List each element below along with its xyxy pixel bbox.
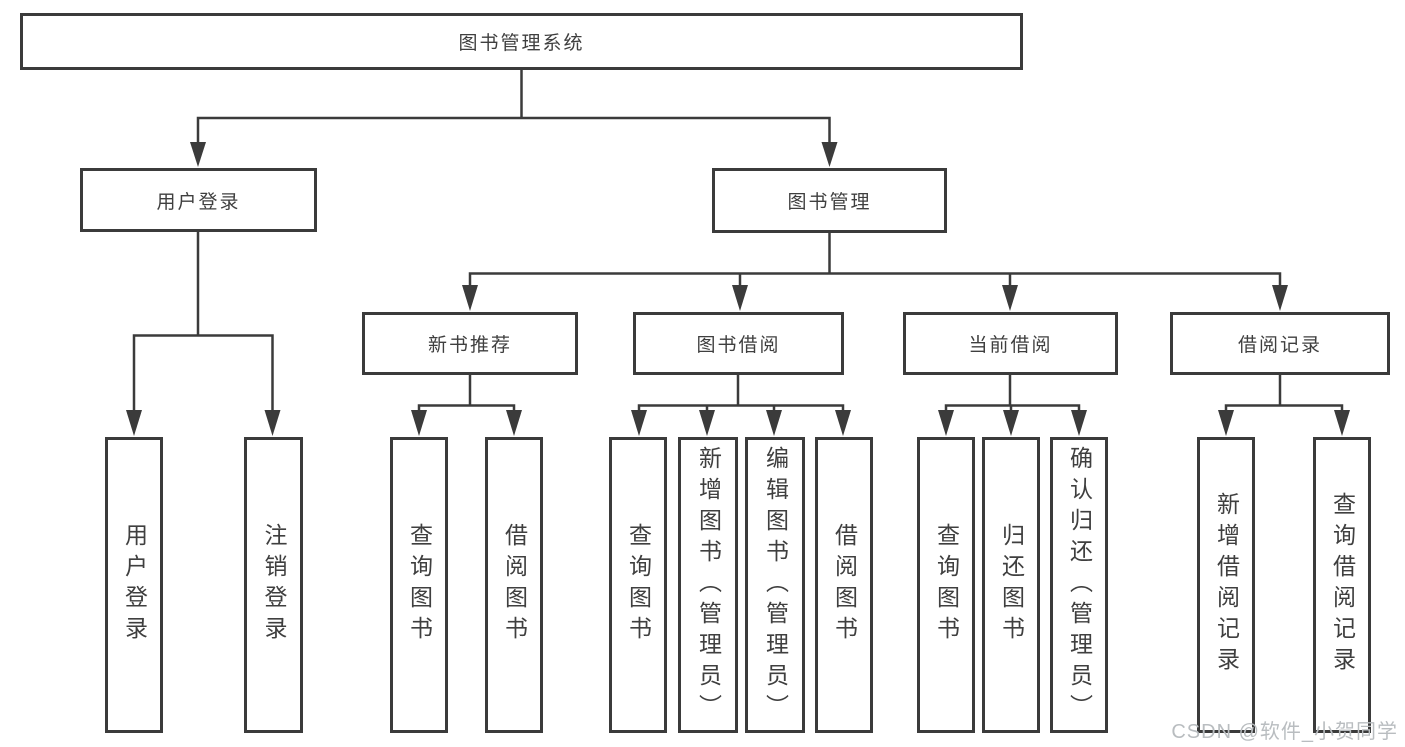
arrowhead-g3-query-books	[938, 410, 954, 436]
arrowhead-borrow-records	[1272, 285, 1288, 311]
leaf-cb-confirm-return-admin-label: 确认归还（管理员）	[1066, 445, 1093, 725]
leaf-bb-edit-books-admin-label: 编辑图书（管理员）	[762, 445, 789, 725]
arrowhead-g2-borrow-books	[835, 410, 851, 436]
leaf-nb-borrow-books: 借阅图书	[485, 437, 543, 733]
leaf-bb-edit-books-admin: 编辑图书（管理员）	[745, 437, 805, 733]
leaf-bb-add-books-admin-label: 新增图书（管理员）	[695, 445, 722, 725]
node-root-label: 图书管理系统	[458, 33, 585, 54]
arrowhead-g3-confirm-return	[1071, 410, 1087, 436]
leaf-br-query-record: 查询借阅记录	[1313, 437, 1371, 733]
arrowhead-g4-query-record	[1334, 410, 1350, 436]
arrowhead-current-borrow	[1002, 285, 1018, 311]
node-borrow-records: 借阅记录	[1170, 312, 1390, 375]
leaf-nb-query-books: 查询图书	[390, 437, 448, 733]
leaf-bb-borrow-books-label: 借阅图书	[831, 523, 858, 647]
connector-group3-rail	[944, 404, 1081, 410]
node-book-management: 图书管理	[712, 168, 947, 233]
leaf-cb-query-books: 查询图书	[917, 437, 975, 733]
arrowhead-book-management	[821, 142, 838, 167]
leaf-bb-query-books-label: 查询图书	[625, 523, 652, 647]
leaf-br-query-record-label: 查询借阅记录	[1329, 492, 1356, 678]
leaf-br-add-record: 新增借阅记录	[1197, 437, 1255, 733]
leaf-logout-label: 注销登录	[261, 523, 287, 647]
arrowhead-g3-return-books	[1003, 410, 1019, 436]
leaf-cb-query-books-label: 查询图书	[933, 523, 960, 647]
node-user-login-label: 用户登录	[156, 191, 241, 213]
leaf-bb-query-books: 查询图书	[609, 437, 667, 733]
node-new-book-recommend-label: 新书推荐	[427, 335, 512, 356]
leaf-bb-borrow-books: 借阅图书	[815, 437, 873, 733]
connector-group2-rail	[637, 404, 845, 410]
arrowhead-new-book-recommend	[462, 285, 478, 311]
leaf-nb-query-books-label: 查询图书	[406, 523, 433, 647]
arrowhead-leaf-logout	[264, 410, 281, 436]
leaf-br-add-record-label: 新增借阅记录	[1213, 492, 1240, 678]
connector-group4-rail	[1224, 404, 1344, 410]
node-root: 图书管理系统	[20, 13, 1023, 70]
arrowhead-g2-edit-books	[766, 410, 782, 436]
arrowhead-g1-borrow-books	[506, 410, 522, 436]
node-user-login: 用户登录	[80, 168, 317, 232]
connector-user-login-rail	[132, 334, 274, 410]
node-current-borrow: 当前借阅	[903, 312, 1118, 375]
node-new-book-recommend: 新书推荐	[362, 312, 578, 375]
watermark-text: CSDN @软件_小贺同学	[1171, 721, 1398, 743]
leaf-logout: 注销登录	[244, 437, 303, 733]
arrowhead-g4-add-record	[1218, 410, 1234, 436]
arrowhead-book-borrow	[732, 285, 748, 311]
node-book-borrow-label: 图书借阅	[696, 335, 781, 356]
connector-group1-rail	[417, 404, 516, 410]
leaf-user-login: 用户登录	[105, 437, 163, 733]
leaf-cb-confirm-return-admin: 确认归还（管理员）	[1050, 437, 1108, 733]
leaf-nb-borrow-books-label: 借阅图书	[501, 523, 528, 647]
connector-level3-rail	[468, 272, 1282, 285]
arrowhead-user-login	[190, 142, 206, 167]
connector-level2-rail	[196, 116, 831, 142]
arrowhead-g1-query-books	[411, 410, 427, 436]
arrowhead-leaf-user-login	[126, 410, 142, 436]
node-borrow-records-label: 借阅记录	[1237, 335, 1322, 356]
arrowhead-g2-query-books	[631, 410, 647, 436]
leaf-bb-add-books-admin: 新增图书（管理员）	[678, 437, 738, 733]
leaf-cb-return-books-label: 归还图书	[998, 523, 1025, 647]
leaf-user-login-label: 用户登录	[121, 523, 148, 647]
node-current-borrow-label: 当前借阅	[968, 335, 1053, 356]
node-book-management-label: 图书管理	[787, 192, 872, 213]
arrowhead-g2-add-books	[699, 410, 715, 436]
leaf-cb-return-books: 归还图书	[982, 437, 1040, 733]
node-book-borrow: 图书借阅	[633, 312, 844, 375]
